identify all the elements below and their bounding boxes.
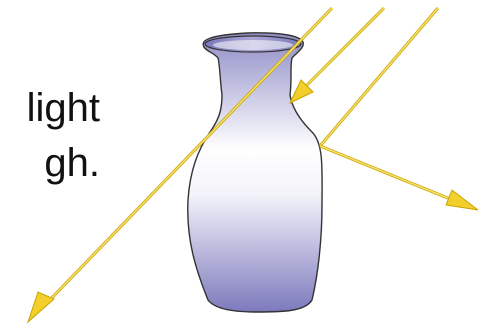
vase-icon — [188, 33, 322, 312]
vase-opening — [213, 40, 293, 50]
vase-body — [188, 33, 322, 312]
arrowhead-icon — [28, 292, 54, 322]
arrowhead-icon — [446, 190, 478, 210]
ray-reflected — [320, 8, 478, 210]
caption-line-2: gh. — [44, 143, 100, 183]
caption-line-1: light — [27, 88, 100, 128]
